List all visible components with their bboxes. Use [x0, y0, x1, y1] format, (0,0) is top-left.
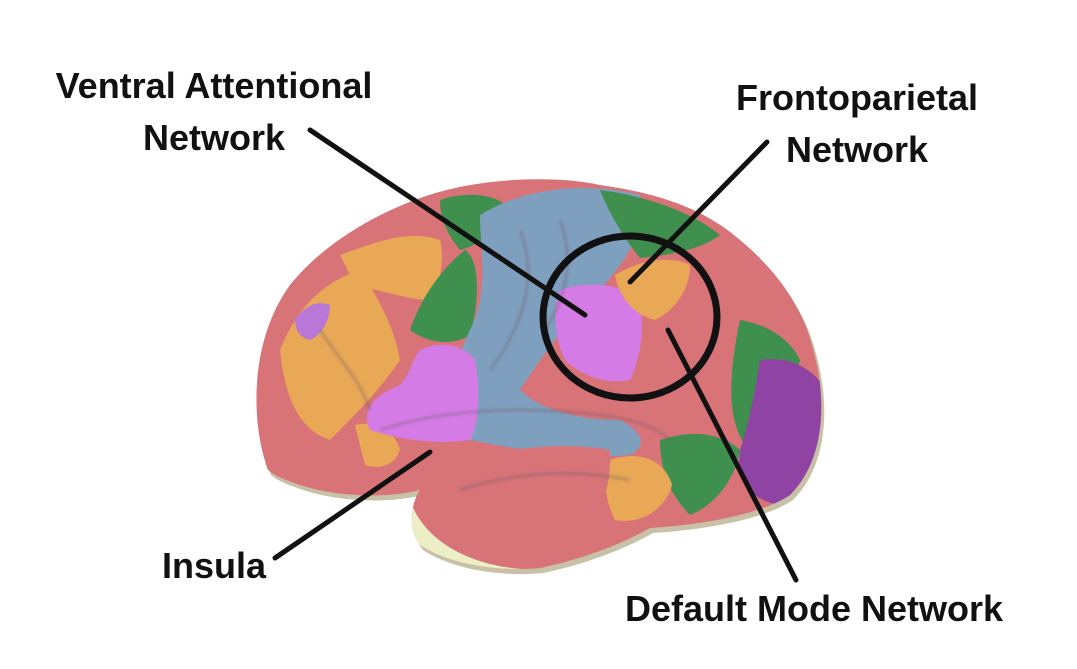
- ventral-attentional-label-line2: Network: [142, 117, 286, 158]
- postcentral-sulcus: [543, 219, 569, 331]
- insula-leader-line: [272, 449, 433, 561]
- frontoparietal-leader-line: [627, 139, 770, 285]
- ventral-attentional-label-line1: Ventral Attentional: [55, 65, 373, 106]
- dorsal-attention-region-temporal: [660, 434, 740, 515]
- superior-temporal-sulcus: [459, 471, 631, 492]
- frontoparietal-label-line2: Network: [785, 129, 929, 170]
- frontoparietal-network-label: Frontoparietal Network: [722, 72, 992, 176]
- frontoparietal-label-line1: Frontoparietal: [735, 77, 978, 118]
- ventral-attention-region-insula: [366, 344, 479, 442]
- dorsal-attention-region-parietal: [600, 190, 720, 258]
- central-sulcus: [488, 229, 530, 371]
- insula-label: Insula: [162, 545, 267, 586]
- frontoparietal-region-temporal: [605, 456, 672, 521]
- sulci: [318, 219, 672, 492]
- highlight-circle: [539, 232, 721, 402]
- frontal-sulcus: [318, 329, 372, 411]
- ventral-attentional-network-label: Ventral Attentional Network: [38, 60, 390, 164]
- visual-region: [739, 359, 822, 505]
- default-mode-network-label: Default Mode Network: [625, 588, 1004, 629]
- dorsal-attention-region-frontal: [410, 250, 477, 342]
- frontoparietal-region-frontal-upper: [340, 235, 442, 300]
- default-mode-leader-line: [665, 327, 799, 583]
- sylvian-fissure: [379, 408, 672, 442]
- default-mode-region-temporal: [427, 446, 611, 549]
- cortex-regions: [256, 179, 822, 570]
- ventral-attentional-leader-line: [307, 127, 588, 318]
